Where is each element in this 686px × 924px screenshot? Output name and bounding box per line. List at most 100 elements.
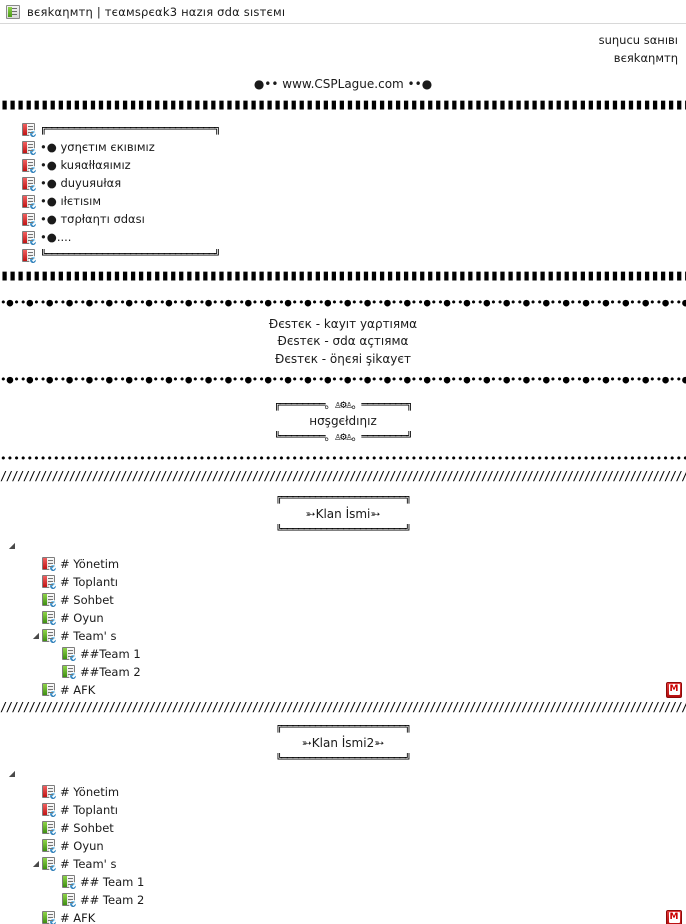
- channel-label: ##Team 1: [80, 646, 141, 661]
- channel-icon-red: [42, 557, 57, 573]
- channel-icon-green: [42, 629, 57, 645]
- list-item[interactable]: •●....: [0, 228, 686, 246]
- table-row[interactable]: # Yönetim: [0, 783, 686, 801]
- table-row[interactable]: ◢ # Team' s: [0, 627, 686, 645]
- support-item[interactable]: Ðєsтєк - öηєяi şikαyєт: [275, 351, 411, 366]
- server-owner-label: suηucu sαнıвı: [598, 33, 678, 47]
- channel-label: ##Team 2: [80, 664, 141, 679]
- channel-label: # Toplantı: [60, 574, 118, 589]
- channel-icon-red: [22, 158, 37, 174]
- list-item[interactable]: •● duyuяułαя: [0, 174, 686, 192]
- server-title-bar: вєяkαηмтη | тєαмsρєαk3 нαzıя σdα sısтємı: [0, 0, 686, 24]
- welcome-box: ╔════════。♙⚙♙。════════╗ нσşgєłdıηız ╚═══…: [228, 399, 458, 443]
- channel-label: # Oyun: [60, 610, 104, 625]
- info-frame-top: ╔══════════════════════════════╗: [40, 122, 221, 135]
- clan-header: ╔══════════════════════╗ ➳Klan İsmi➳ ╚══…: [218, 492, 468, 536]
- channel-label: # AFK: [60, 910, 96, 924]
- chevron-collapse-icon[interactable]: ◢: [8, 768, 16, 778]
- list-item[interactable]: •● yσηєтıм єкıвıмız: [0, 138, 686, 156]
- clan-collapse-row[interactable]: ◢: [0, 765, 686, 783]
- channel-icon-green: [62, 665, 77, 681]
- info-item-label: •● тσρłαηтı σdαsı: [40, 212, 145, 227]
- table-row[interactable]: # Toplantı: [0, 573, 686, 591]
- clan-header: ╔══════════════════════╗ ➳Klan İsmi2➳ ╚═…: [218, 721, 468, 765]
- channel-icon-green: [62, 893, 77, 909]
- welcome-frame-bottom: ╚════════。♙⚙♙。════════╝: [273, 431, 413, 444]
- table-row[interactable]: # Oyun: [0, 837, 686, 855]
- channel-icon-red: [42, 785, 57, 801]
- server-owner-name: вєяkαηмтη: [613, 50, 678, 65]
- separator-slashes: ////////////////////////////////////////…: [0, 700, 686, 713]
- separator-dot-dash: •●••●••●••●••●••●••●••●••●••●••●••●••●••…: [0, 297, 686, 309]
- separator-dot-dash: •●••●••●••●••●••●••●••●••●••●••●••●••●••…: [0, 374, 686, 386]
- info-frame-top-row: ╔══════════════════════════════╗: [0, 120, 686, 138]
- clan-collapse-row[interactable]: ◢: [0, 537, 686, 555]
- channel-label: # Toplantı: [60, 802, 118, 817]
- channel-label: # AFK: [60, 682, 96, 697]
- table-row[interactable]: # Oyun: [0, 609, 686, 627]
- support-item[interactable]: Ðєsтєк - kαyıт yαρтıямα: [268, 317, 418, 332]
- info-channel-group: ╔══════════════════════════════╗ •● yσηє…: [0, 120, 686, 264]
- channel-label: # Team' s: [60, 856, 117, 871]
- chevron-collapse-icon[interactable]: ◢: [32, 858, 40, 868]
- table-row[interactable]: # Sohbet: [0, 591, 686, 609]
- table-row[interactable]: # Toplantı: [0, 801, 686, 819]
- clan-channel-tree: # Yönetim # Toplantı # Sohbet # Oyun ◢ #…: [0, 783, 686, 924]
- page-title: вєяkαηмтη | тєαмsρєαk3 нαzıя σdα sısтємı: [27, 5, 286, 19]
- info-item-label: •● kuяαłłαяıмız: [40, 158, 131, 173]
- channel-icon-green: [42, 839, 57, 855]
- server-icon: [6, 5, 20, 19]
- website-banner[interactable]: ●•• www.CSPLague.com ••●: [253, 76, 433, 91]
- channel-icon-green: [42, 611, 57, 627]
- clan-frame-bottom: ╚══════════════════════╝: [275, 524, 412, 537]
- channel-icon-green: [42, 683, 57, 699]
- chevron-collapse-icon[interactable]: ◢: [32, 630, 40, 640]
- clan-channel-tree: # Yönetim # Toplantı # Sohbet # Oyun ◢ #…: [0, 555, 686, 699]
- channel-icon-red: [22, 140, 37, 156]
- table-row[interactable]: ◢ # Team' s: [0, 855, 686, 873]
- info-frame-bottom-row: ╚══════════════════════════════╝: [0, 246, 686, 264]
- separator-slashes: ////////////////////////////////////////…: [0, 470, 686, 483]
- channel-icon-red: [42, 575, 57, 591]
- channel-label: # Oyun: [60, 838, 104, 853]
- channel-label: # Sohbet: [60, 592, 114, 607]
- info-item-label: •● ıłєтısıм: [40, 194, 102, 209]
- table-row[interactable]: # AFK M: [0, 681, 686, 699]
- channel-label: # Team' s: [60, 628, 117, 643]
- table-row[interactable]: ##Team 1: [0, 645, 686, 663]
- channel-icon-green: [62, 647, 77, 663]
- channel-label: ## Team 2: [80, 892, 145, 907]
- info-item-label: •●....: [40, 230, 72, 245]
- table-row[interactable]: # AFK M: [0, 909, 686, 924]
- channel-icon-red: [22, 230, 37, 246]
- channel-label: # Sohbet: [60, 820, 114, 835]
- clan-frame-top: ╔══════════════════════╗: [275, 720, 412, 733]
- support-item[interactable]: Ðєsтєк - σdα αçтıямα: [277, 334, 409, 349]
- table-row[interactable]: # Yönetim: [0, 555, 686, 573]
- channel-icon-green: [62, 875, 77, 891]
- server-owner-block: suηucu sαнıвı вєяkαηмтη: [0, 24, 686, 68]
- chevron-collapse-icon[interactable]: ◢: [8, 540, 16, 550]
- table-row[interactable]: ## Team 1: [0, 873, 686, 891]
- table-row[interactable]: ## Team 2: [0, 891, 686, 909]
- welcome-frame-top: ╔════════。♙⚙♙。════════╗: [273, 399, 413, 412]
- info-frame-bottom: ╚══════════════════════════════╝: [40, 248, 221, 261]
- separator-dots: ••••••••••••••••••••••••••••••••••••••••…: [0, 453, 686, 465]
- channel-icon-red: [22, 122, 37, 138]
- moderated-badge-icon: M: [666, 909, 682, 924]
- moderated-badge-label: M: [668, 684, 680, 696]
- list-item[interactable]: •● kuяαłłαяıмız: [0, 156, 686, 174]
- list-item[interactable]: •● тσρłαηтı σdαsı: [0, 210, 686, 228]
- clan-title: ➳Klan İsmi➳: [305, 507, 381, 522]
- list-item[interactable]: •● ıłєтısıм: [0, 192, 686, 210]
- table-row[interactable]: ##Team 2: [0, 663, 686, 681]
- clan-frame-top: ╔══════════════════════╗: [275, 492, 412, 505]
- separator-black-bar: ▮▮▮▮▮▮▮▮▮▮▮▮▮▮▮▮▮▮▮▮▮▮▮▮▮▮▮▮▮▮▮▮▮▮▮▮▮▮▮▮…: [0, 97, 686, 113]
- channel-label: ## Team 1: [80, 874, 145, 889]
- clan-title: ➳Klan İsmi2➳: [301, 735, 385, 750]
- channel-icon-red: [42, 803, 57, 819]
- info-item-label: •● yσηєтıм єкıвıмız: [40, 140, 155, 155]
- table-row[interactable]: # Sohbet: [0, 819, 686, 837]
- moderated-badge-icon: M: [666, 681, 682, 698]
